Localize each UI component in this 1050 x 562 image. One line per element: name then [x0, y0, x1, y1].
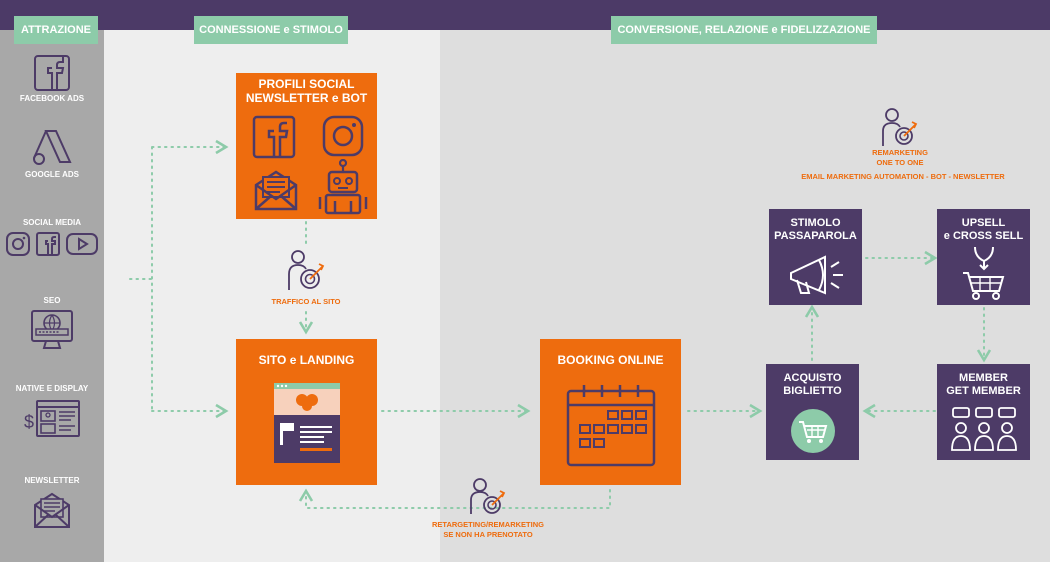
upsell-cross-sell-box: UPSELL e CROSS SELL: [937, 209, 1030, 305]
cart-arrows-icon: [963, 246, 1005, 300]
source-native-display: NATIVE E DISPLAY $: [0, 384, 104, 439]
booking-online-box: BOOKING ONLINE: [540, 339, 681, 485]
instagram-icon: [322, 115, 364, 157]
source-label: SOCIAL MEDIA: [22, 218, 82, 227]
source-label: FACEBOOK ADS: [19, 94, 85, 103]
box-title-line: PASSAPAROLA: [774, 230, 857, 242]
source-label: SEO: [43, 296, 61, 305]
svg-text:$: $: [24, 412, 34, 432]
remarketing-label-line2: ONE TO ONE: [876, 158, 924, 167]
source-seo: SEO: [0, 296, 104, 351]
calendar-icon: [566, 385, 656, 467]
box-title: SITO e LANDING: [258, 353, 355, 367]
source-label: NATIVE E DISPLAY: [15, 384, 89, 393]
cart-icon: [791, 409, 835, 453]
facebook-icon: [36, 232, 60, 256]
box-title: BOOKING ONLINE: [557, 353, 664, 367]
landing-page-icon: [274, 383, 340, 463]
profili-social-box: PROFILI SOCIAL NEWSLETTER e BOT: [236, 73, 377, 219]
box-title-line: e CROSS SELL: [943, 230, 1024, 242]
newsletter-envelope-icon: [254, 170, 298, 211]
box-title-line: BIGLIETTO: [783, 385, 842, 397]
target-person-icon: [470, 478, 506, 514]
source-social-media: SOCIAL MEDIA: [0, 218, 104, 256]
source-label: GOOGLE ADS: [25, 170, 79, 179]
instagram-icon: [6, 232, 30, 256]
megaphone-icon: [790, 255, 843, 295]
retargeting-label-line1: RETARGETING/REMARKETING: [432, 520, 544, 529]
stimolo-passaparola-box: STIMOLO PASSAPAROLA: [769, 209, 862, 305]
remarketing-label-line1: REMARKETING: [872, 148, 928, 157]
newsletter-envelope-icon: [34, 492, 70, 528]
sito-landing-box: SITO e LANDING: [236, 339, 377, 485]
target-person-icon: [288, 250, 325, 290]
facebook-icon: [252, 115, 296, 159]
connector-retargeting: [298, 488, 611, 509]
box-title-line: ACQUISTO: [783, 372, 842, 384]
display-ads-icon: $: [24, 400, 80, 437]
box-title-line: GET MEMBER: [946, 385, 1021, 397]
traffico-label: TRAFFICO AL SITO: [271, 297, 341, 306]
google-ads-icon: [33, 130, 72, 165]
seo-monitor-icon: [31, 310, 73, 349]
community-icon: [951, 407, 1017, 451]
facebook-icon: [34, 55, 70, 91]
bot-icon: [318, 159, 368, 215]
column-header-connessione: CONNESSIONE e STIMOLO: [194, 16, 348, 44]
youtube-icon: [66, 233, 98, 255]
column-header-conversione: CONVERSIONE, RELAZIONE e FIDELIZZAZIONE: [611, 16, 877, 44]
column-header-attrazione: ATTRAZIONE: [14, 16, 98, 44]
box-title-line: NEWSLETTER e BOT: [245, 91, 368, 105]
acquisto-biglietto-box: ACQUISTO BIGLIETTO: [766, 364, 859, 460]
box-title-line: MEMBER: [959, 372, 1008, 384]
member-get-member-box: MEMBER GET MEMBER: [937, 364, 1030, 460]
source-google-ads: GOOGLE ADS: [0, 128, 104, 179]
box-title-line: PROFILI SOCIAL: [258, 77, 355, 91]
connector-to-profili: [151, 147, 226, 412]
source-facebook-ads: FACEBOOK ADS: [0, 55, 104, 103]
retargeting-label-line2: SE NON HA PRENOTATO: [443, 530, 533, 539]
attrazione-column: [0, 30, 104, 562]
box-title-line: STIMOLO: [790, 217, 841, 229]
email-automation-label: EMAIL MARKETING AUTOMATION - BOT - NEWSL…: [801, 172, 1005, 181]
source-newsletter: NEWSLETTER: [0, 476, 104, 529]
box-title-line: UPSELL: [961, 217, 1006, 229]
target-person-icon: [882, 108, 918, 146]
source-label: NEWSLETTER: [24, 476, 80, 485]
